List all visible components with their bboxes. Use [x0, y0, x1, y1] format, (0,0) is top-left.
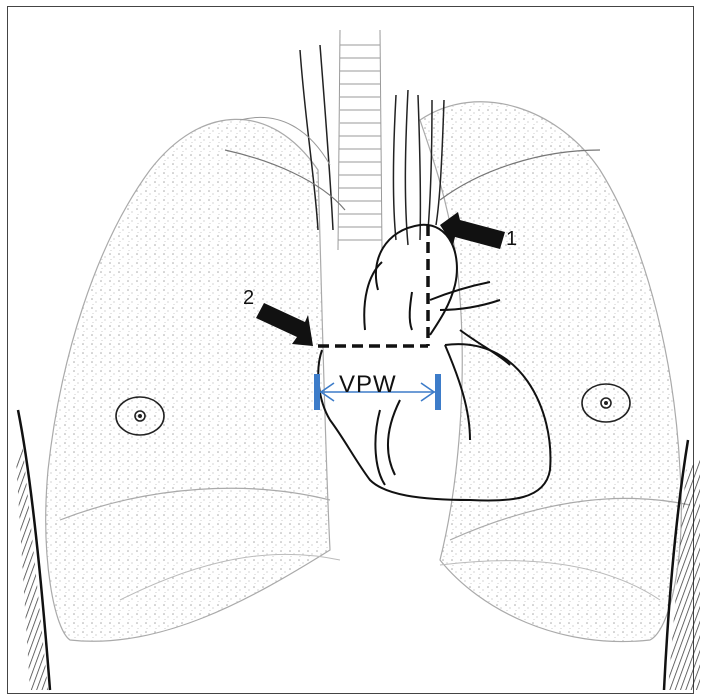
arrow-2-label: 2	[243, 287, 254, 310]
vpw-label: VPW	[339, 371, 397, 399]
left-lung	[420, 102, 681, 642]
arrow-1-label: 1	[506, 228, 517, 251]
trachea	[338, 30, 382, 250]
neck-vessels	[300, 45, 444, 245]
right-lung	[46, 119, 330, 641]
